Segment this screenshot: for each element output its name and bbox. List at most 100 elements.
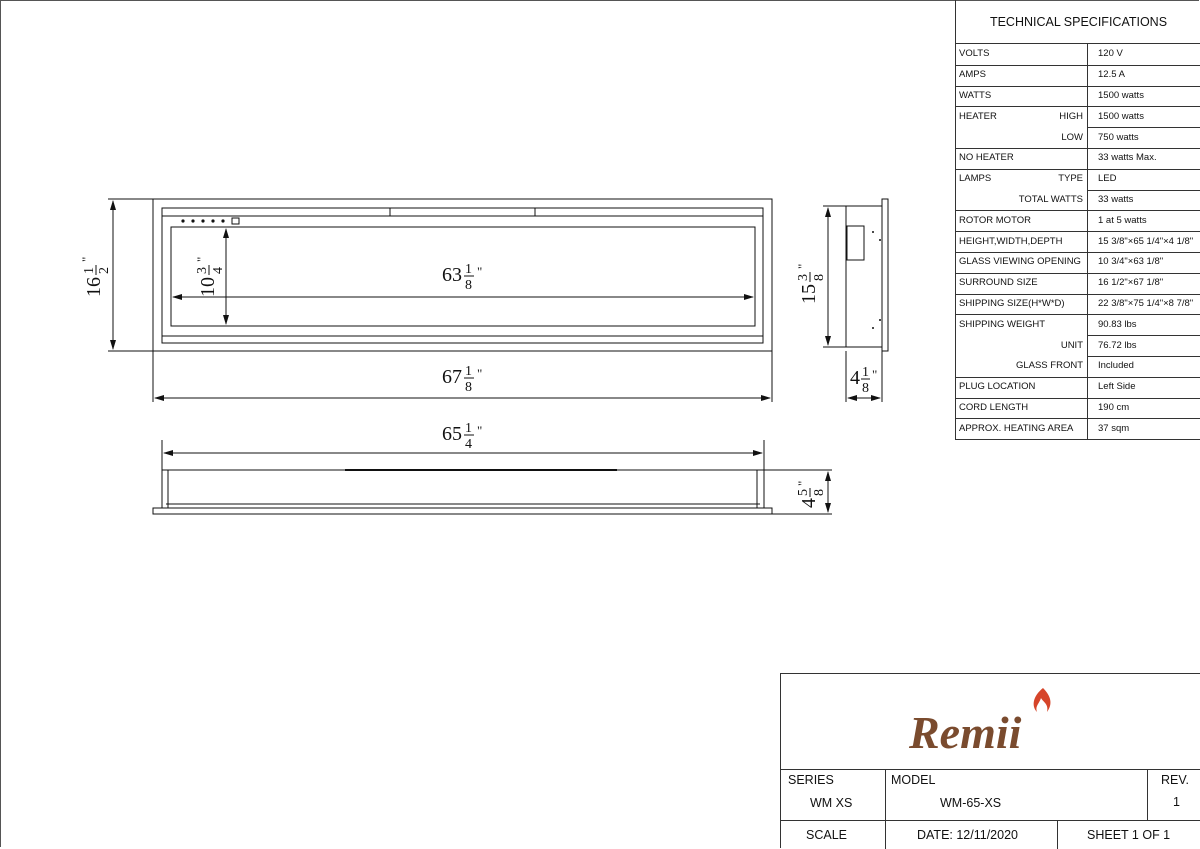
dim-unit: " bbox=[477, 264, 482, 279]
spec-row: AMPS 12.5 A bbox=[956, 65, 1200, 86]
spec-label: SURROUND SIZE bbox=[959, 277, 1038, 289]
spec-value: 10 3/4"×63 1/8" bbox=[1098, 256, 1164, 268]
spec-row: HEATER HIGH 1500 watts bbox=[956, 106, 1200, 127]
dim-whole: 63 bbox=[442, 264, 462, 286]
remii-logo: Remii bbox=[908, 688, 1051, 758]
dim-whole: 16 bbox=[83, 277, 105, 297]
spec-row: UNIT 76.72 lbs bbox=[956, 335, 1200, 356]
dim-label-top-depth: 4 5 8 " bbox=[795, 481, 827, 508]
spec-value: 76.72 lbs bbox=[1098, 339, 1137, 351]
dim-whole: 4 bbox=[850, 367, 860, 389]
spec-sublabel: HIGH bbox=[1059, 110, 1083, 122]
spec-label: HEATER bbox=[959, 110, 997, 122]
dim-den: 2 bbox=[97, 267, 112, 274]
logo-wordmark: Remii bbox=[908, 707, 1022, 758]
spec-row-divider bbox=[956, 231, 1200, 233]
spec-row: GLASS VIEWING OPENING 10 3/4"×63 1/8" bbox=[956, 252, 1200, 273]
spec-row: TOTAL WATTS 33 watts bbox=[956, 190, 1200, 211]
spec-label: GLASS VIEWING OPENING bbox=[959, 256, 1081, 268]
spec-column-divider bbox=[1087, 44, 1088, 440]
spec-label: LAMPS bbox=[959, 173, 992, 185]
dim-whole: 15 bbox=[798, 284, 820, 304]
top-surround-edge bbox=[152, 507, 773, 515]
dim-den: 8 bbox=[465, 278, 472, 293]
top-vent bbox=[389, 207, 536, 217]
dim-den: 4 bbox=[211, 267, 226, 274]
spec-row-divider bbox=[1087, 356, 1200, 357]
spec-label: APPROX. HEATING AREA bbox=[959, 422, 1074, 434]
spec-label: AMPS bbox=[959, 69, 986, 81]
dim-label-side-depth: 4 1 8 " bbox=[850, 365, 877, 396]
spec-sublabel: TYPE bbox=[1058, 173, 1083, 185]
spec-value: Left Side bbox=[1098, 381, 1136, 393]
dim-unit: " bbox=[477, 366, 482, 381]
date-label: DATE: 12/11/2020 bbox=[917, 828, 1018, 842]
spec-sublabel: TOTAL WATTS bbox=[1018, 193, 1083, 205]
spec-row-divider bbox=[956, 272, 1200, 274]
dim-unit: " bbox=[194, 257, 209, 262]
spec-value: 750 watts bbox=[1098, 131, 1139, 143]
spec-row-divider bbox=[956, 148, 1200, 149]
glass-viewing-opening bbox=[170, 226, 756, 327]
tb-divider bbox=[1147, 770, 1148, 820]
dim-num: 1 bbox=[82, 267, 97, 274]
spec-sublabel: LOW bbox=[1061, 131, 1083, 143]
side-surround-edge bbox=[881, 198, 889, 352]
spec-label: PLUG LOCATION bbox=[959, 381, 1036, 393]
spec-row-divider bbox=[956, 85, 1200, 87]
spec-row: SHIPPING SIZE(H*W*D)22 3/8"×75 1/4"×8 7/… bbox=[956, 294, 1200, 315]
tb-divider bbox=[1057, 820, 1058, 849]
spec-value: 12.5 A bbox=[1098, 69, 1125, 81]
technical-drawing: 16 1 2 " 67 1 8 " 63 1 8 " 10 3 4 " bbox=[79, 198, 889, 515]
dim-label-glass-height: 10 3 4 " bbox=[194, 257, 226, 297]
spec-table-title: TECHNICAL SPECIFICATIONS bbox=[956, 0, 1200, 44]
spec-value: 1 at 5 watts bbox=[1098, 214, 1147, 226]
dim-whole: 65 bbox=[442, 423, 462, 445]
dim-num: 3 bbox=[796, 274, 811, 281]
sheet-label: SHEET 1 OF 1 bbox=[1087, 828, 1171, 842]
spec-row-divider bbox=[956, 168, 1200, 170]
spec-value: 190 cm bbox=[1098, 401, 1130, 413]
spec-value: 33 watts Max. bbox=[1098, 152, 1157, 164]
series-value: WM XS bbox=[810, 796, 853, 810]
front-inner-frame bbox=[161, 207, 764, 344]
spec-row-divider bbox=[956, 376, 1200, 378]
dim-unit: " bbox=[872, 367, 877, 382]
dim-label-overall-width: 67 1 8 " bbox=[442, 364, 482, 395]
spec-row-divider bbox=[956, 418, 1200, 420]
spec-value: 16 1/2"×67 1/8" bbox=[1098, 277, 1164, 289]
dim-num: 1 bbox=[862, 365, 869, 380]
rev-value: 1 bbox=[1173, 795, 1180, 809]
spec-value: 33 watts bbox=[1098, 193, 1134, 205]
power-switch bbox=[231, 217, 240, 225]
spec-row: PLUG LOCATION Left Side bbox=[956, 377, 1200, 398]
spec-row-divider bbox=[956, 252, 1200, 253]
spec-row: APPROX. HEATING AREA 37 sqm bbox=[956, 418, 1200, 439]
rev-label: REV. bbox=[1161, 773, 1190, 787]
tb-divider bbox=[885, 770, 886, 849]
model-value: WM-65-XS bbox=[940, 796, 1002, 810]
dim-den: 8 bbox=[862, 381, 869, 396]
spec-value: 1500 watts bbox=[1098, 89, 1144, 101]
spec-value: 15 3/8"×65 1/4"×4 1/8" bbox=[1098, 235, 1194, 247]
series-label: SERIES bbox=[788, 773, 834, 787]
spec-value: 1500 watts bbox=[1098, 110, 1144, 122]
dim-den: 8 bbox=[812, 274, 827, 281]
spec-sublabel: UNIT bbox=[1060, 339, 1083, 351]
dim-label-overall-height: 16 1 2 " bbox=[79, 257, 112, 297]
front-surround-outline bbox=[152, 198, 773, 352]
flame-icon bbox=[1033, 688, 1051, 712]
dim-num: 1 bbox=[465, 364, 472, 379]
front-view bbox=[108, 198, 773, 402]
spec-value: 120 V bbox=[1098, 48, 1123, 60]
spec-value: 37 sqm bbox=[1098, 422, 1130, 434]
title-block: Remii SERIES WM XS MODEL WM-65-XS REV. 1… bbox=[780, 673, 1200, 849]
tb-divider bbox=[781, 820, 1200, 821]
